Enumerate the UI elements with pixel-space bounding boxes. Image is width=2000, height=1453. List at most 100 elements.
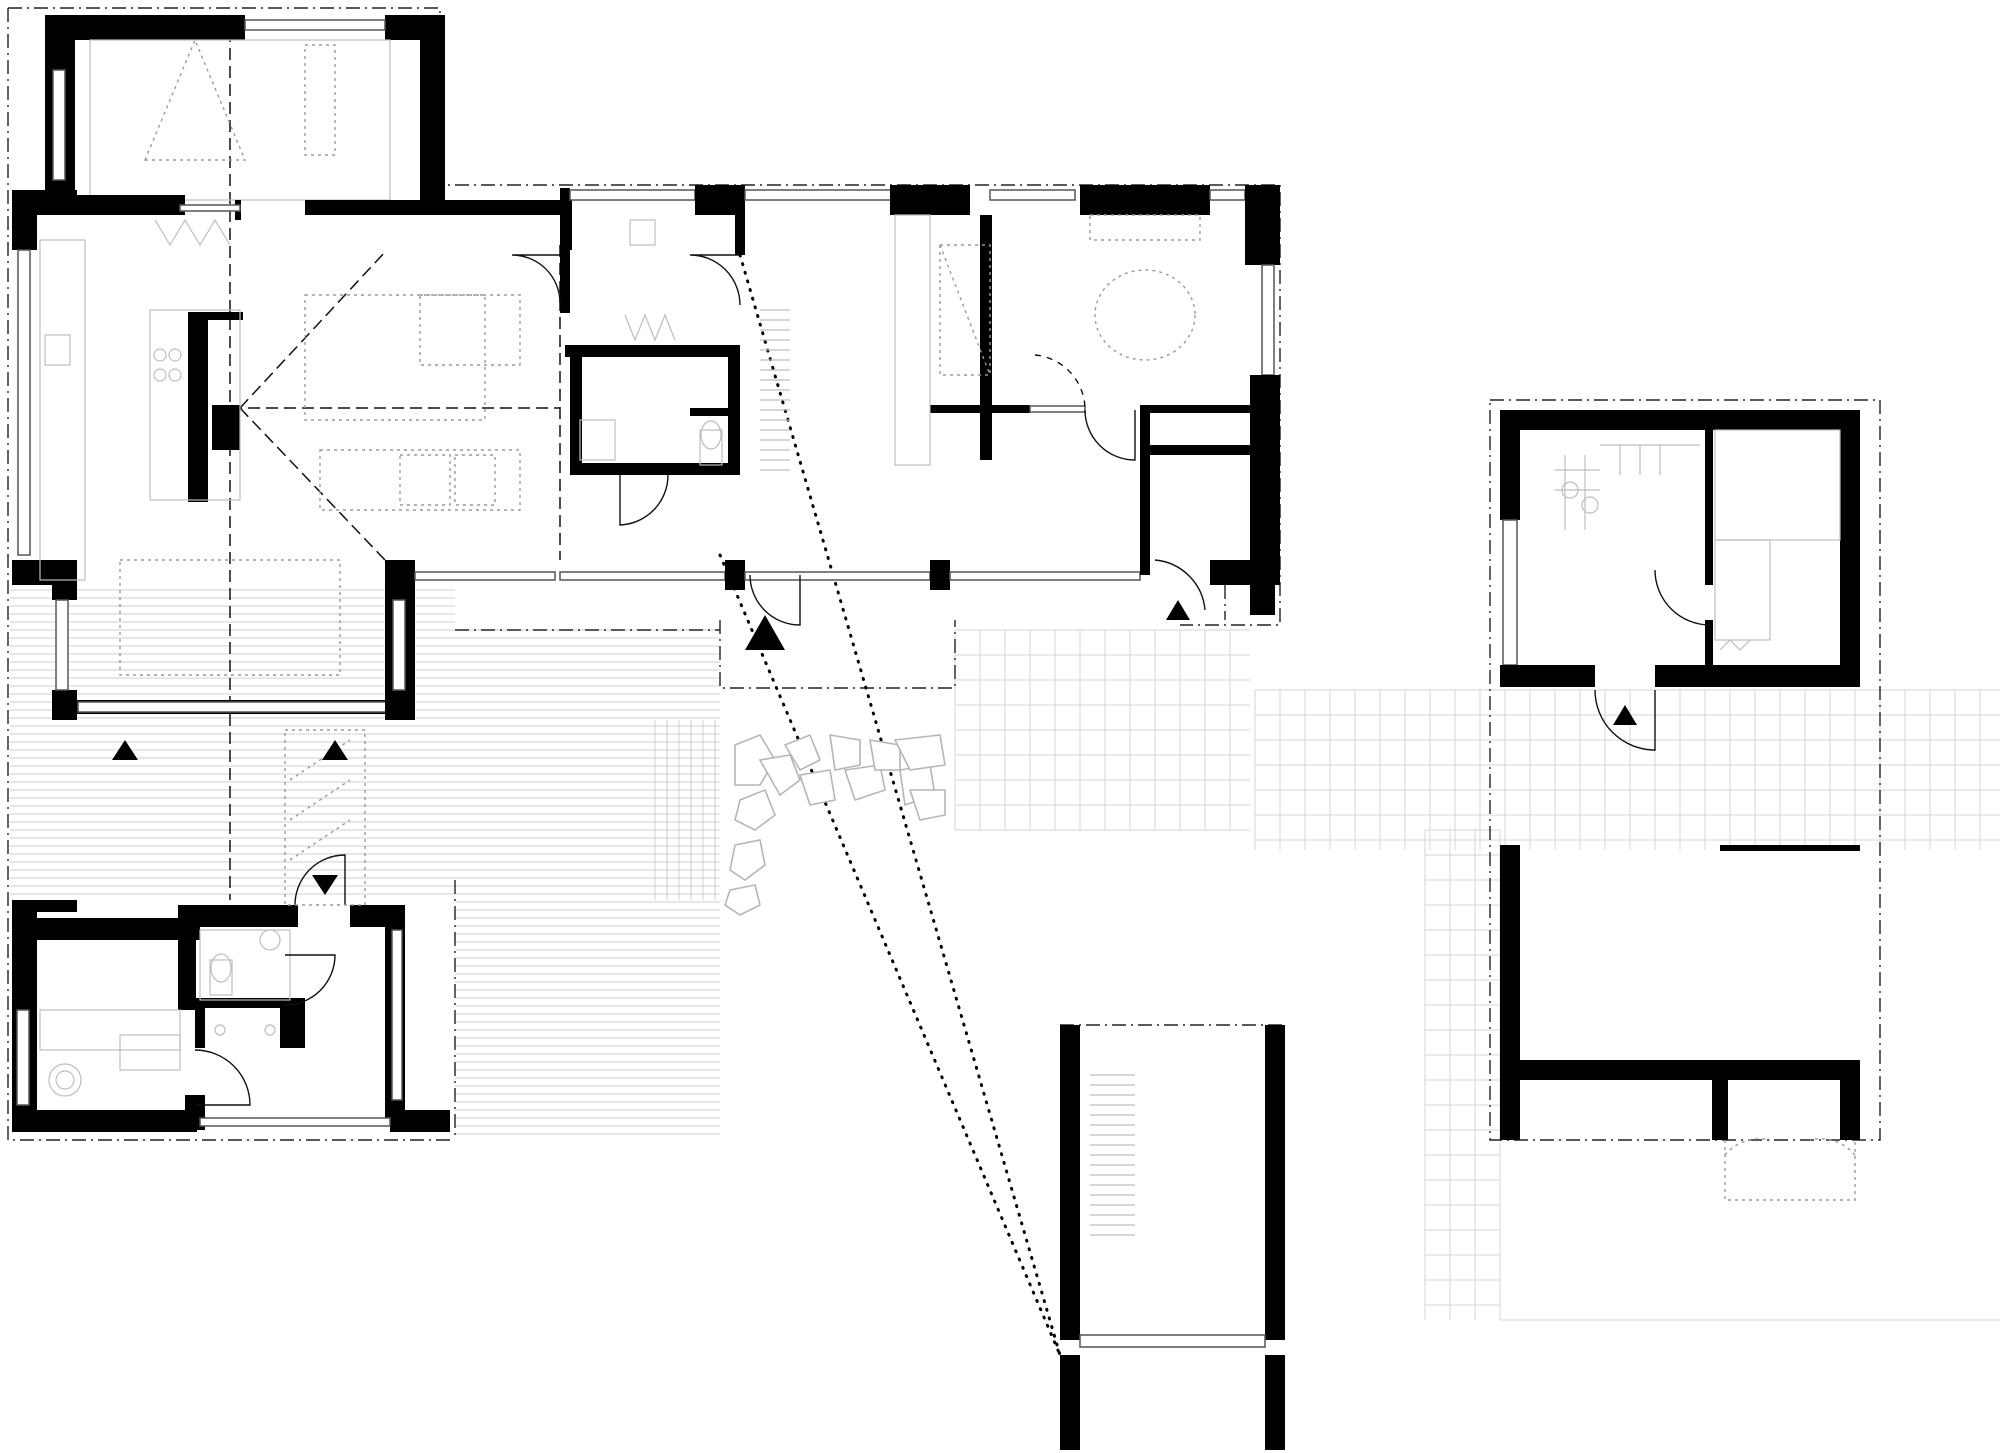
- window: [989, 189, 1076, 201]
- wall: [560, 188, 570, 313]
- door-swing-icon: [294, 854, 346, 906]
- wall: [1150, 405, 1250, 413]
- sink-icon: [214, 1024, 276, 1036]
- wall: [195, 998, 305, 1008]
- wall: [1265, 1355, 1285, 1450]
- entrance-arrow-icon: [745, 615, 785, 650]
- wall: [178, 905, 298, 927]
- wall: [12, 190, 77, 215]
- axis-lines: [229, 30, 561, 900]
- wall: [728, 345, 740, 475]
- wall: [1712, 1060, 1728, 1140]
- wall: [420, 15, 445, 200]
- wall: [565, 345, 740, 357]
- wall: [1705, 425, 1713, 585]
- lower-pavilion: [1060, 1025, 1285, 1450]
- window: [559, 571, 726, 581]
- wall: [1250, 375, 1280, 565]
- wall: [1705, 620, 1713, 670]
- sink-icon: [44, 334, 71, 366]
- entrance-arrow-icon: [1166, 600, 1190, 620]
- wall: [188, 312, 243, 320]
- window: [744, 189, 896, 201]
- wall: [1500, 1060, 1860, 1080]
- window: [1261, 264, 1275, 376]
- window: [17, 249, 31, 556]
- wall: [890, 185, 970, 215]
- window: [199, 1117, 391, 1127]
- window: [1502, 519, 1518, 666]
- outbuilding: [1500, 410, 1860, 1201]
- stepping-stones: [724, 733, 946, 916]
- wall: [930, 560, 950, 590]
- wall: [1840, 1060, 1860, 1140]
- door-swing-icon: [1594, 689, 1656, 751]
- entrance-arrow-icon: [1613, 705, 1637, 725]
- wall: [350, 905, 395, 927]
- window: [1029, 405, 1086, 413]
- wall: [12, 1110, 197, 1132]
- door-swing-icon: [1154, 559, 1206, 611]
- cooktop-icon: [153, 348, 182, 382]
- wall: [178, 925, 196, 1010]
- wall: [1140, 445, 1255, 455]
- wall: [212, 405, 240, 450]
- window: [391, 929, 403, 1101]
- wall: [1140, 405, 1150, 575]
- wall: [305, 200, 565, 215]
- wall: [390, 1110, 450, 1132]
- window: [414, 571, 556, 581]
- roof-outlines: [7, 7, 1881, 1141]
- wall: [1500, 410, 1860, 430]
- exit-arrow-icon: [312, 875, 338, 895]
- wall: [1265, 1025, 1285, 1340]
- window: [77, 701, 391, 713]
- wall: [30, 918, 200, 940]
- window: [949, 571, 1141, 581]
- wall: [280, 1008, 305, 1048]
- wall: [690, 408, 730, 416]
- annex-bath: [12, 729, 450, 1132]
- door-swing-icon: [194, 1049, 251, 1106]
- door-swing-icon: [511, 254, 561, 304]
- wall: [1250, 585, 1275, 615]
- wall: [1060, 1025, 1080, 1340]
- wall: [570, 355, 582, 475]
- window: [55, 599, 69, 691]
- wall: [1655, 665, 1860, 687]
- wall: [1840, 410, 1860, 685]
- wall: [1500, 845, 1520, 1140]
- wall: [52, 690, 77, 720]
- wall: [1080, 185, 1210, 215]
- wall: [570, 463, 740, 475]
- wall: [980, 215, 992, 460]
- paving-grid: [954, 629, 2000, 1321]
- wall: [12, 900, 77, 912]
- wall: [195, 1008, 205, 1048]
- wall: [385, 560, 415, 585]
- entrance-arrow-icon: [322, 740, 348, 760]
- door-swing-icon: [284, 954, 336, 1006]
- window: [1079, 1334, 1266, 1348]
- wall: [75, 195, 185, 215]
- wall: [930, 405, 1030, 413]
- door-swing-icon: [619, 474, 669, 526]
- wall: [1245, 185, 1280, 265]
- toilet-icon: [699, 420, 723, 466]
- wall: [1500, 665, 1595, 687]
- window: [392, 599, 406, 691]
- wall: [1500, 410, 1520, 520]
- wall: [725, 560, 745, 590]
- window: [16, 1009, 30, 1106]
- kitchen-island: [188, 312, 208, 502]
- door-swing-icon: [749, 574, 801, 626]
- window: [569, 189, 696, 201]
- door-swing-icon: [1084, 409, 1136, 461]
- window: [244, 19, 386, 31]
- door-swing-icon: [1654, 569, 1711, 626]
- window: [1209, 189, 1246, 201]
- wall: [45, 15, 245, 40]
- entrance-arrow-icon: [112, 740, 138, 760]
- window: [179, 204, 241, 212]
